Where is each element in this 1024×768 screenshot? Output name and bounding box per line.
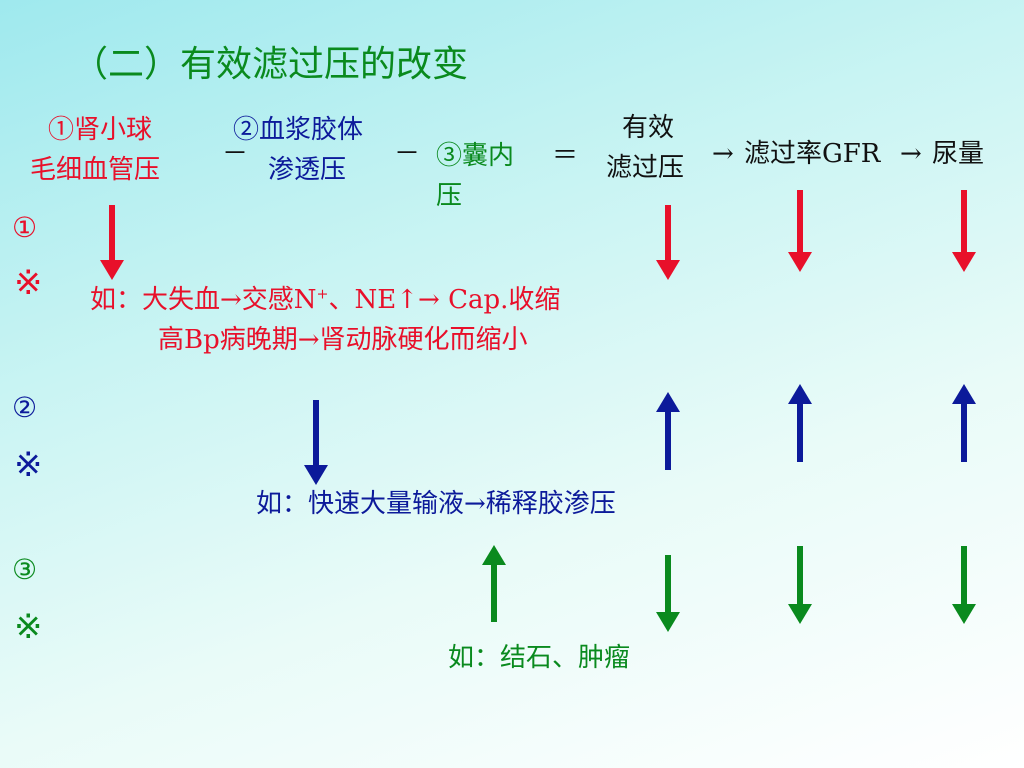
glomerular-pressure-label-line1: ①肾小球 bbox=[48, 115, 153, 145]
effective-filtration-label-line1: 有效 bbox=[622, 113, 675, 143]
row2-gfr-up-arrow-icon bbox=[788, 384, 812, 462]
gfr-label: 滤过率GFR bbox=[744, 139, 881, 169]
page-title: （二）有效滤过压的改变 bbox=[72, 44, 469, 85]
minus-sign-2: － bbox=[394, 139, 421, 169]
row3-gfr-down-arrow-icon bbox=[788, 546, 812, 624]
row2-number: ② bbox=[12, 391, 38, 424]
row2-reference-mark: ※ bbox=[14, 445, 43, 485]
row3-urine-down-arrow-icon bbox=[952, 546, 976, 624]
capsule-pressure-label-line2: 压 bbox=[436, 181, 463, 211]
capsule-pressure-label-line1: ③囊内 bbox=[436, 141, 515, 171]
urine-volume-label: 尿量 bbox=[932, 139, 985, 169]
row3-example-line1: 如：结石、肿瘤 bbox=[448, 643, 631, 673]
row1-effective-down-arrow-icon bbox=[656, 205, 680, 280]
row1-example-line2: 高Bp病晚期→肾动脉硬化而缩小 bbox=[158, 325, 528, 355]
row1-urine-down-arrow-icon bbox=[952, 190, 976, 272]
plasma-oncotic-label-line1: ②血浆胶体 bbox=[233, 115, 364, 145]
row3-capsule-up-arrow-icon bbox=[482, 545, 506, 622]
row2-effective-up-arrow-icon bbox=[656, 392, 680, 470]
row1-gfr-down-arrow-icon bbox=[788, 190, 812, 272]
row1-number: ① bbox=[12, 211, 38, 244]
equals-sign: ＝ bbox=[552, 141, 579, 171]
row3-number: ③ bbox=[12, 553, 38, 586]
arrow-to-gfr: → bbox=[712, 139, 734, 169]
glomerular-pressure-label-line2: 毛细血管压 bbox=[30, 155, 161, 185]
row1-example-line1: 如：大失血→交感N+、NE↑→ Cap.收缩 bbox=[90, 285, 561, 315]
effective-filtration-label-line2: 滤过压 bbox=[606, 153, 685, 183]
row2-urine-up-arrow-icon bbox=[952, 384, 976, 462]
row1-reference-mark: ※ bbox=[14, 263, 43, 303]
row3-effective-down-arrow-icon bbox=[656, 555, 680, 632]
minus-sign-1: － bbox=[222, 139, 249, 169]
row1-glomerular-down-arrow-icon bbox=[100, 205, 124, 280]
arrow-to-urine: → bbox=[900, 139, 922, 169]
row2-plasma-down-arrow-icon bbox=[304, 400, 328, 485]
plasma-oncotic-label-line2: 渗透压 bbox=[268, 155, 347, 185]
row2-example-line1: 如：快速大量输液→稀释胶渗压 bbox=[256, 489, 616, 519]
row3-reference-mark: ※ bbox=[14, 607, 43, 647]
